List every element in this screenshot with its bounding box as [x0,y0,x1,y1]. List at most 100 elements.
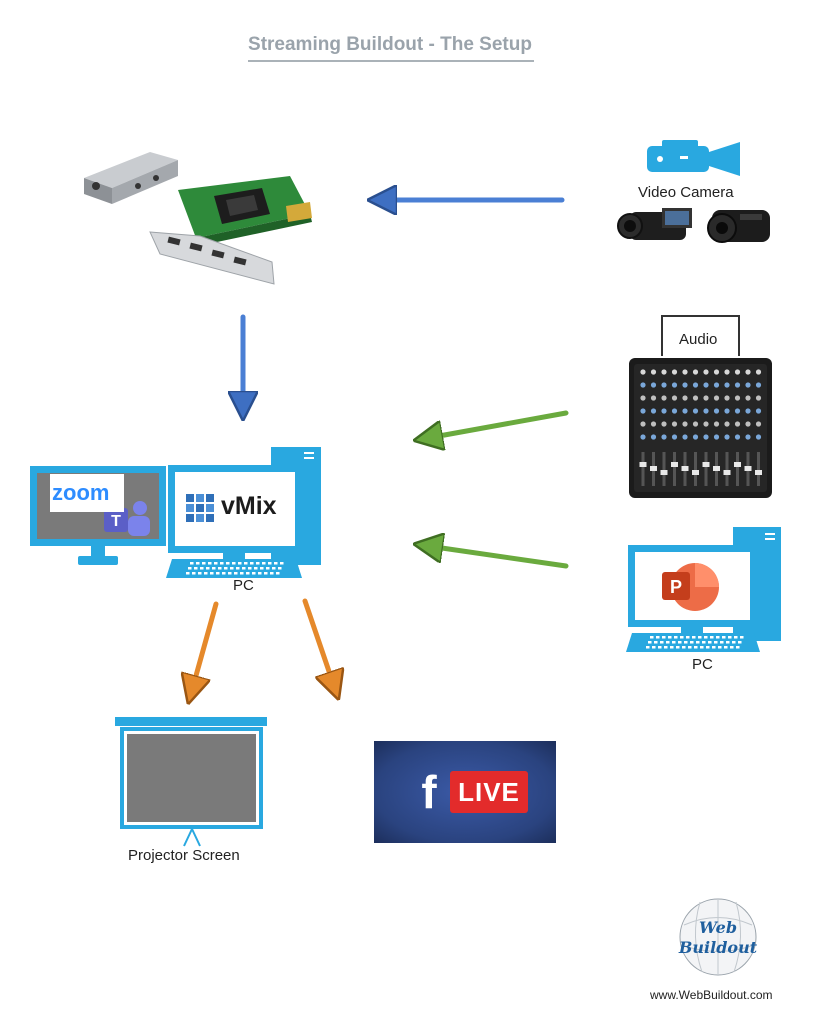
mixer-channel-strips [639,369,762,486]
keyboard-key [692,636,696,639]
mixer-knob [713,408,720,414]
keyboard-key [740,636,744,639]
mixer-fader-track [725,452,729,486]
keyboard-key [204,572,208,575]
secondary-pc [626,527,781,652]
capture-card-image [84,152,312,285]
keyboard-key [650,636,654,639]
mixer-fader-cap [681,466,689,471]
mixer-knob [724,434,730,440]
mixer-knob [734,434,741,440]
web-buildout-logo-text: Web Buildout [676,918,760,958]
keyboard-key [654,641,658,644]
keyboard-key [682,646,686,649]
mixer-knob [734,421,741,427]
keyboard-key [722,636,726,639]
mixer-knob [682,408,688,414]
keyboard-key [668,636,672,639]
keyboard-key [214,562,218,565]
camcorder-right-icon [707,210,770,243]
keyboard-key [680,636,684,639]
keyboard-key [224,567,228,570]
keyboard-key [674,636,678,639]
powerpoint-icon: P [662,563,719,611]
video-camera-icon [647,140,740,176]
label-pc-secondary: PC [692,656,713,673]
keyboard-key [248,567,252,570]
keyboard-key [220,562,224,565]
mixer-knob [682,369,688,375]
mixer-knob [692,369,699,375]
mixer-fader-track [673,452,676,486]
keyboard-key [196,562,200,565]
camcorder-left-icon [617,208,692,240]
arrow-pc-to-facebook-live [302,598,334,686]
main-pc-screen [175,472,295,546]
keyboard-key [266,567,270,570]
mixer-knob [703,408,709,414]
keyboard-key [726,641,730,644]
mixer-knob [745,382,751,388]
keyboard-key [272,567,276,570]
mixer-knob [724,382,730,388]
mixer-knob [671,434,678,440]
keyboard-key [662,636,666,639]
keyboard-key [208,562,212,565]
mixer-knob [755,408,762,414]
mixer-knob [650,382,657,388]
mixer-knob [724,369,730,375]
keyboard-key [710,636,714,639]
mixer-knob [661,369,667,375]
mixer-knob [713,434,720,440]
keyboard-key [256,562,260,565]
keyboard-key [230,567,234,570]
mixer-fader-cap [639,462,647,467]
label-pc-main: PC [233,577,254,594]
mixer-knob [671,395,678,401]
label-video-camera: Video Camera [638,184,734,201]
keyboard-key [656,636,660,639]
mixer-knob [692,408,699,414]
keyboard-key [666,641,670,644]
mixer-knob [682,434,688,440]
vmix-logo-icon [186,494,214,522]
mixer-knob [703,382,709,388]
mixer-knob [671,382,678,388]
keyboard-key [716,636,720,639]
mixer-knob [640,369,646,375]
mixer-fader-track [694,452,697,486]
keyboard-key [720,641,724,644]
keyboard-key [252,572,256,575]
mixer-fader-cap [692,470,699,475]
mixer-knob [682,395,688,401]
keyboard-key [218,567,222,570]
keyboard-key [232,562,236,565]
keyboard-key [206,567,210,570]
mixer-fader-track [736,452,739,486]
keyboard-key [714,641,718,644]
keyboard-key [738,641,742,644]
website-url: www.WebBuildout.com [650,988,773,1002]
keyboard-key [684,641,688,644]
keyboard-key [186,572,190,575]
mixer-knob [650,434,657,440]
mixer-fader-cap [660,470,668,475]
mixer-fader-track [641,452,645,486]
keyboard-key [250,562,254,565]
keyboard-key [678,641,682,644]
mixer-knob [755,382,762,388]
mixer-knob [703,369,709,375]
keyboard-key [194,567,198,570]
zoom-logo-text: zoom [52,480,110,505]
mixer-fader-cap [713,466,720,471]
mixer-knob [755,369,762,375]
mixer-knob [724,421,730,427]
mixer-knob [650,395,657,401]
converter-box-icon [84,152,178,204]
keyboard-key [236,567,240,570]
keyboard-key [712,646,716,649]
mixer-knob [745,434,751,440]
mixer-knob [640,395,646,401]
keyboard-key [192,572,196,575]
keyboard-key [254,567,258,570]
